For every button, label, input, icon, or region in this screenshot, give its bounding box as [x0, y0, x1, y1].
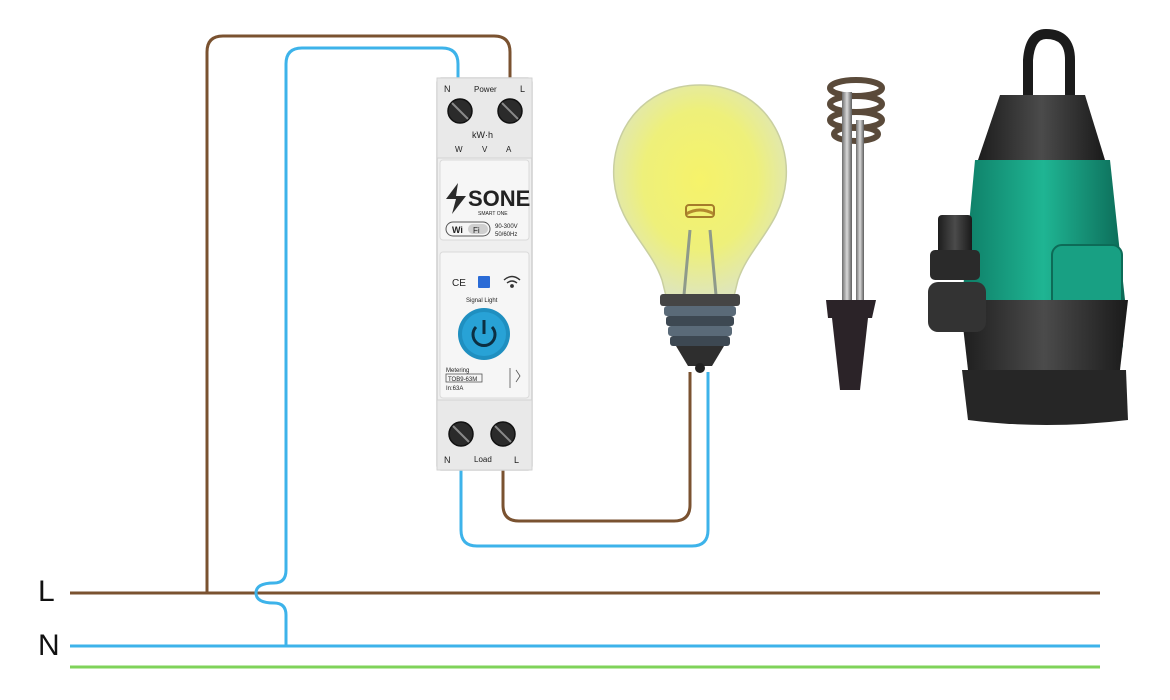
live-supply-wire [205, 34, 512, 593]
w-label: W [455, 145, 463, 154]
bottom-load-label: Load [474, 455, 492, 464]
wifi-badge-right: Fi [473, 226, 480, 235]
top-l-label: L [520, 84, 525, 94]
wifi-icon [503, 275, 521, 288]
live-load-wire [501, 372, 692, 523]
power-icon [471, 320, 497, 347]
v-label: V [482, 145, 488, 154]
brand-subtitle: SMART ONE [478, 211, 508, 217]
live-bus-label: L [38, 575, 55, 608]
lightning-logo-icon [446, 183, 466, 214]
brand-name: SONE [468, 186, 530, 211]
a-label: A [506, 145, 512, 154]
terminal-top-l [497, 98, 523, 124]
power-button[interactable] [458, 308, 510, 360]
bottom-n-label: N [444, 455, 451, 465]
terminal-bottom-n [448, 421, 474, 447]
immersion-heater-icon [826, 77, 885, 390]
neutral-supply-wire [254, 46, 460, 646]
rating-voltage: 90-300V [495, 224, 518, 230]
signal-led-icon [478, 276, 490, 288]
meter-unit-label: kW·h [472, 130, 493, 140]
light-bulb-icon [612, 84, 788, 373]
top-n-label: N [444, 84, 451, 94]
model-code: TOB9-63M [448, 377, 477, 383]
rating-frequency: 50/60Hz [495, 232, 517, 238]
top-power-label: Power [474, 85, 497, 94]
model-current: In:63A [446, 386, 463, 392]
water-pump-icon [928, 29, 1128, 425]
signal-light-label: Signal Light [466, 298, 498, 304]
wifi-badge-left: Wi [452, 225, 463, 235]
ce-mark: CE [452, 278, 466, 289]
smart-breaker: N Power L kW·h W V A SONE SMART ONE Wi F… [436, 77, 533, 471]
neutral-load-wire [459, 372, 710, 548]
bottom-l-label: L [514, 455, 519, 465]
din-symbol-icon [509, 368, 521, 388]
model-title: Metering [446, 368, 469, 374]
terminal-top-n [447, 98, 473, 124]
terminal-bottom-l [490, 421, 516, 447]
neutral-bus-label: N [38, 629, 60, 662]
